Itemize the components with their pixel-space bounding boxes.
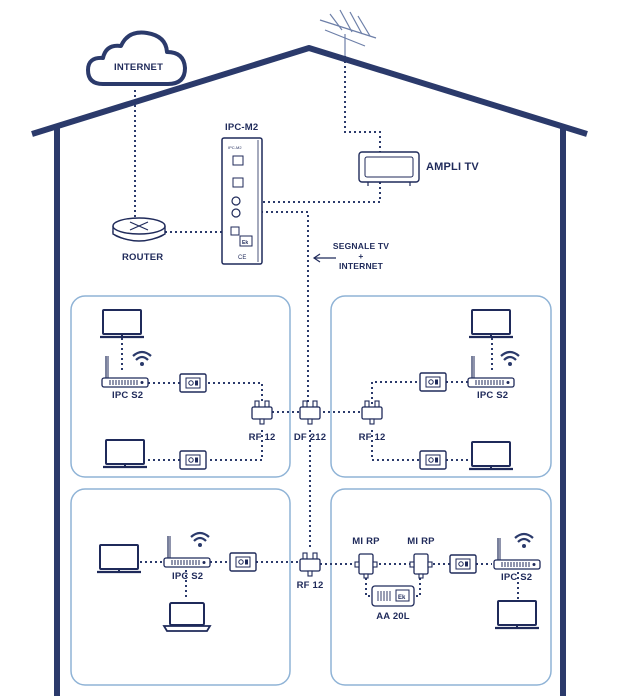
label-internet: INTERNET: [114, 62, 164, 73]
label-ipc-s2: IPC S2: [172, 571, 204, 582]
label-df212: DF 212: [293, 432, 327, 443]
ipc-m2-badge: IPC-M2: [228, 145, 242, 150]
tv-icon: [467, 440, 515, 471]
ipc-s2-device: [101, 355, 149, 388]
ipc-s2-device: [493, 537, 541, 570]
tv-icon: [95, 543, 143, 574]
splitter-icon: [251, 400, 273, 425]
label-segnale-internet: INTERNET: [338, 261, 384, 271]
ipc-m2-device: [221, 137, 263, 265]
label-ipc-m2: IPC-M2: [225, 122, 259, 133]
cables: [121, 56, 519, 600]
label-ipc-s2: IPC S2: [477, 390, 509, 401]
room-bottom-left: [70, 488, 291, 686]
label-ipc-s2: IPC S2: [501, 572, 533, 583]
label-rf12: RF 12: [248, 432, 276, 443]
socket-icon: [419, 372, 447, 392]
splitter-icon: [361, 400, 383, 425]
wifi-icon: [131, 350, 153, 368]
socket-icon: [179, 373, 207, 393]
room-bottom-right: [330, 488, 552, 686]
label-mi-rp: MI RP: [352, 536, 380, 547]
tv-icon: [467, 308, 515, 339]
tv-icon: [101, 438, 149, 469]
label-ipc-s2: IPC S2: [112, 390, 144, 401]
tv-icon: [493, 599, 541, 630]
signal-arrow: [312, 253, 336, 263]
label-segnale-plus: +: [358, 251, 364, 261]
wifi-icon: [513, 532, 535, 550]
label-mi-rp: MI RP: [407, 536, 435, 547]
router-icon: [112, 217, 166, 242]
splitter-icon: [299, 400, 321, 425]
house-roof: [31, 45, 588, 137]
laptop-icon: [162, 602, 212, 632]
room-top-right: [330, 295, 552, 478]
socket-icon: [229, 552, 257, 572]
socket-icon: [419, 450, 447, 470]
label-segnale-tv: SEGNALE TV: [332, 241, 390, 251]
tv-icon: [98, 308, 146, 339]
wifi-icon: [499, 350, 521, 368]
wifi-icon: [189, 531, 211, 549]
socket-icon: [179, 450, 207, 470]
brand-mark: Ek: [242, 240, 248, 246]
mi-rp-device: [409, 553, 433, 579]
ce-mark: CE: [238, 255, 246, 261]
label-router: ROUTER: [122, 252, 164, 263]
label-rf12: RF 12: [296, 580, 324, 591]
cloud-icon: [86, 30, 187, 86]
room-top-left: [70, 295, 291, 478]
label-aa20l: AA 20L: [376, 611, 410, 622]
ipc-s2-device: [163, 535, 211, 568]
label-rf12: RF 12: [358, 432, 386, 443]
label-ampli-tv: AMPLI TV: [426, 161, 479, 173]
antenna-icon: [319, 9, 377, 56]
splitter-icon: [299, 552, 321, 577]
ipc-s2-device: [467, 355, 515, 388]
socket-icon: [449, 554, 477, 574]
aa20l-device: [371, 585, 415, 607]
ampli-tv-device: [358, 151, 420, 186]
mi-rp-device: [354, 553, 378, 579]
aa20l-brand-mark: Ek: [398, 595, 406, 601]
